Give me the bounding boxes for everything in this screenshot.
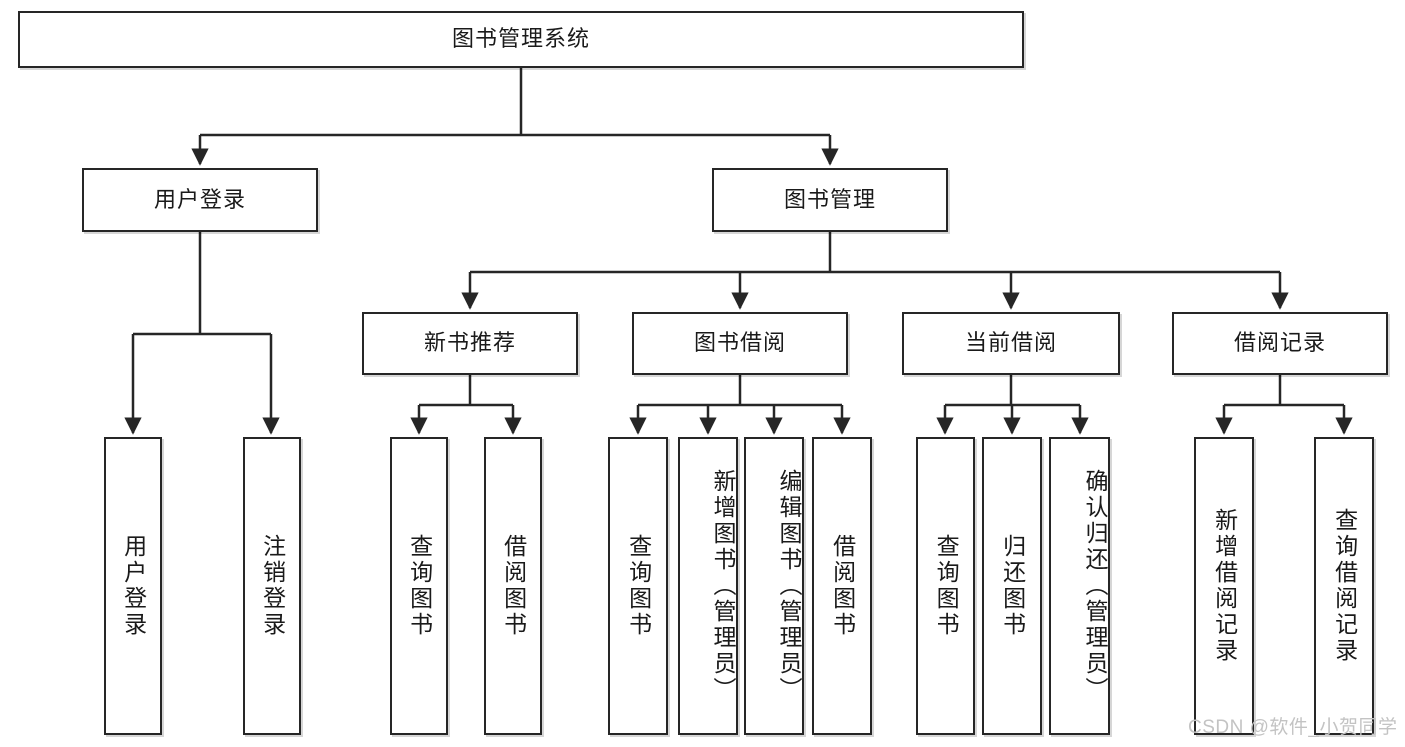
node-book-borrow[interactable]: 图书借阅 xyxy=(632,312,848,375)
node-leaf-user-login-label: 用户登录 xyxy=(120,534,147,638)
node-leaf-edit-book-admin-label: 编辑图书（管理员） xyxy=(776,469,802,703)
node-leaf-add-book-admin[interactable]: 新增图书（管理员） xyxy=(678,437,738,735)
node-leaf-add-borrow-record-label: 新增借阅记录 xyxy=(1211,508,1238,664)
node-book-borrow-label: 图书借阅 xyxy=(693,330,786,356)
watermark-text: CSDN @软件_小贺同学 xyxy=(1188,717,1398,738)
node-leaf-logout-login[interactable]: 注销登录 xyxy=(243,437,301,735)
node-leaf-add-book-admin-label: 新增图书（管理员） xyxy=(710,469,736,703)
node-leaf-edit-book-admin[interactable]: 编辑图书（管理员） xyxy=(744,437,804,735)
node-leaf-borrow-book-recommend[interactable]: 借阅图书 xyxy=(484,437,542,735)
node-leaf-query-book-recommend-label: 查询图书 xyxy=(406,534,433,638)
node-book-management[interactable]: 图书管理 xyxy=(712,168,948,232)
node-leaf-return-book-label: 归还图书 xyxy=(999,534,1026,638)
node-current-borrow[interactable]: 当前借阅 xyxy=(902,312,1120,375)
node-leaf-confirm-return-admin[interactable]: 确认归还（管理员） xyxy=(1049,437,1110,735)
node-leaf-confirm-return-admin-label: 确认归还（管理员） xyxy=(1082,469,1108,703)
node-leaf-borrow-book[interactable]: 借阅图书 xyxy=(812,437,872,735)
node-leaf-query-book-current-label: 查询图书 xyxy=(933,534,960,638)
node-borrow-record[interactable]: 借阅记录 xyxy=(1172,312,1388,375)
node-leaf-borrow-book-recommend-label: 借阅图书 xyxy=(500,534,527,638)
node-new-book-recommend-label: 新书推荐 xyxy=(423,330,516,356)
node-leaf-query-book-borrow-label: 查询图书 xyxy=(625,534,652,638)
node-leaf-logout-login-label: 注销登录 xyxy=(259,534,286,638)
node-leaf-query-borrow-record-label: 查询借阅记录 xyxy=(1331,508,1358,664)
node-leaf-query-book-recommend[interactable]: 查询图书 xyxy=(390,437,448,735)
node-root-label: 图书管理系统 xyxy=(451,26,590,52)
node-leaf-query-borrow-record[interactable]: 查询借阅记录 xyxy=(1314,437,1374,735)
node-user-login-label: 用户登录 xyxy=(153,186,246,212)
node-leaf-add-borrow-record[interactable]: 新增借阅记录 xyxy=(1194,437,1254,735)
node-book-management-label: 图书管理 xyxy=(783,186,876,212)
node-root[interactable]: 图书管理系统 xyxy=(18,11,1024,68)
node-leaf-query-book-borrow[interactable]: 查询图书 xyxy=(608,437,668,735)
node-user-login[interactable]: 用户登录 xyxy=(82,168,318,232)
node-leaf-user-login[interactable]: 用户登录 xyxy=(104,437,162,735)
node-current-borrow-label: 当前借阅 xyxy=(964,330,1057,356)
node-borrow-record-label: 借阅记录 xyxy=(1233,330,1326,356)
node-leaf-return-book[interactable]: 归还图书 xyxy=(982,437,1042,735)
node-leaf-query-book-current[interactable]: 查询图书 xyxy=(916,437,975,735)
node-new-book-recommend[interactable]: 新书推荐 xyxy=(362,312,578,375)
node-leaf-borrow-book-label: 借阅图书 xyxy=(829,534,856,638)
